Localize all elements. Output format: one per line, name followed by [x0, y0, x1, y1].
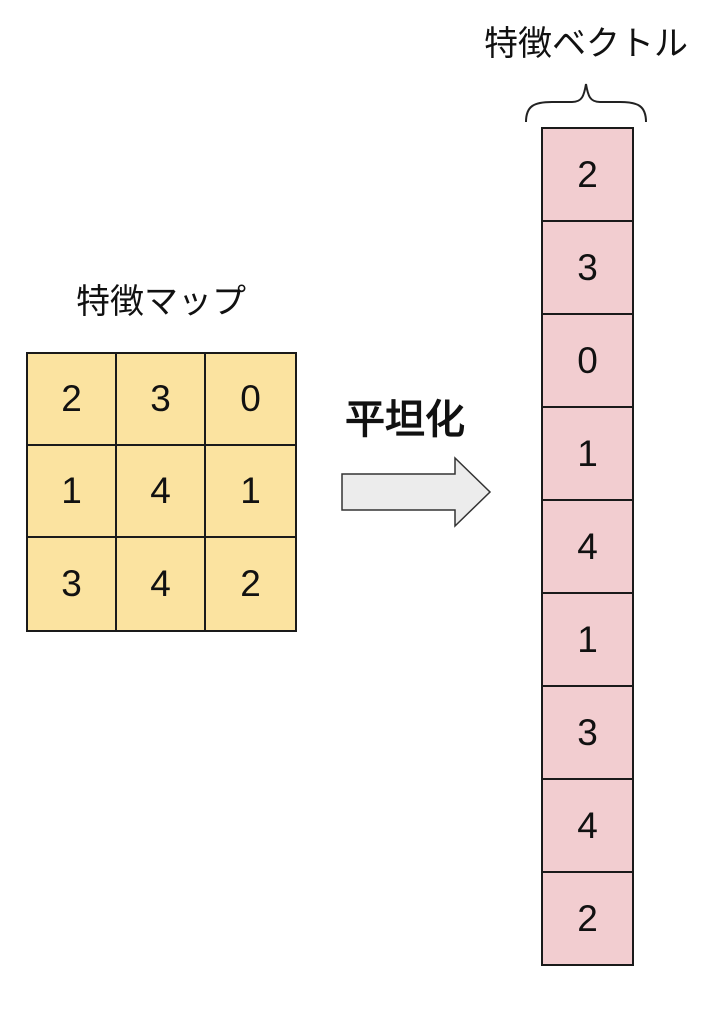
feature-map-cell: 1	[28, 446, 117, 538]
feature-map-cell: 3	[117, 354, 206, 446]
feature-vector-cell: 3	[543, 222, 632, 315]
right-arrow-icon	[341, 456, 492, 528]
feature-map-cell: 0	[206, 354, 295, 446]
feature-vector-cell: 1	[543, 408, 632, 501]
feature-map-cell: 2	[28, 354, 117, 446]
feature-vector-cell: 2	[543, 129, 632, 222]
feature-map-cell: 4	[117, 446, 206, 538]
feature-map-cell: 2	[240, 563, 261, 604]
feature-map-cell: 4	[117, 538, 206, 630]
curly-brace-icon	[525, 83, 647, 123]
feature-map-cell: 3	[28, 538, 117, 630]
feature-vector-cell: 2	[577, 897, 598, 939]
feature-map-title: 特徴マップ	[76, 282, 246, 322]
feature-vector-cell: 3	[543, 687, 632, 780]
feature-vector-column: 2 3 0 1 4 1 3 4 2	[541, 127, 634, 966]
feature-vector-cell: 1	[543, 594, 632, 687]
flatten-label: 平坦化	[345, 397, 465, 443]
feature-vector-cell: 4	[543, 501, 632, 594]
feature-vector-cell: 0	[543, 315, 632, 408]
feature-map-cell: 1	[206, 446, 295, 538]
feature-vector-cell: 4	[543, 780, 632, 873]
feature-map-grid: 2 3 0 1 4 1 3 4 2	[26, 352, 297, 632]
feature-vector-title: 特徴ベクトル	[484, 24, 688, 64]
